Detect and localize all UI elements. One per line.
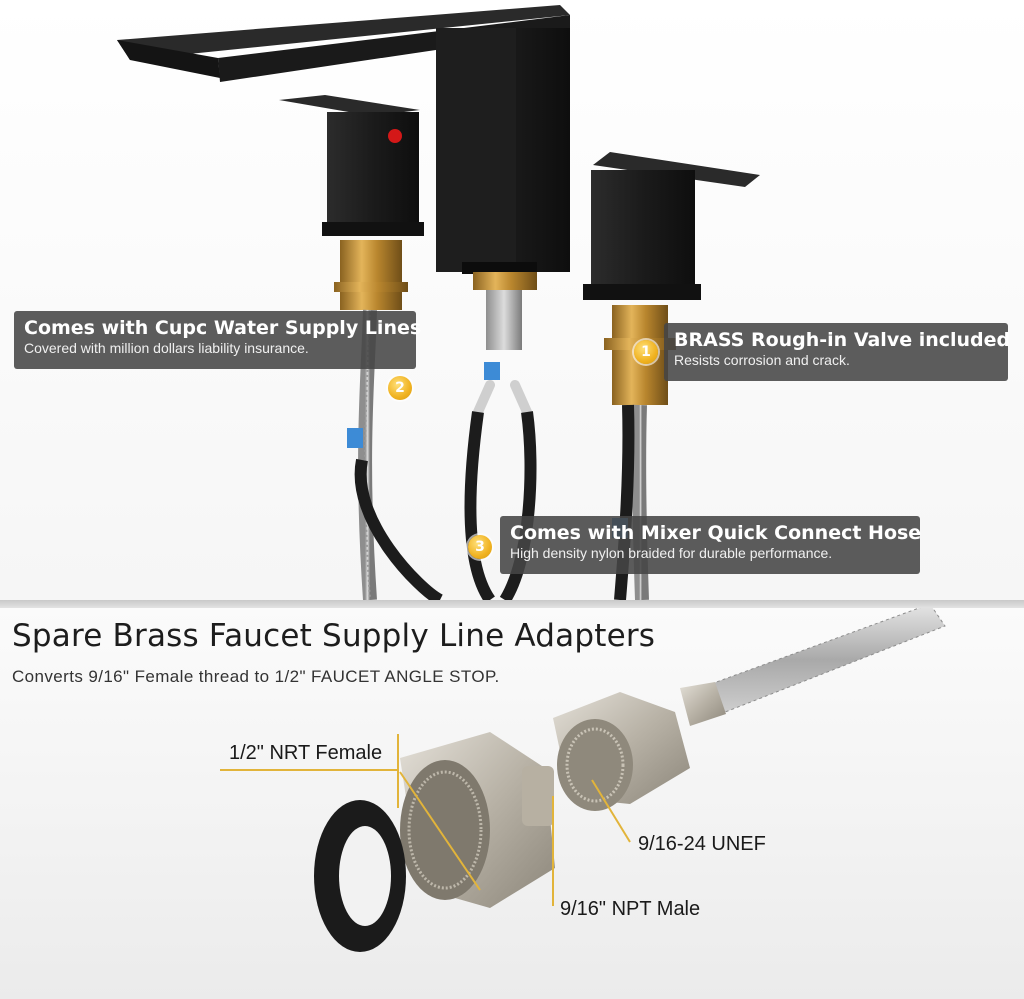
adapters-subtitle: Converts 9/16" Female thread to 1/2" FAU…	[12, 667, 500, 686]
hot-handle	[279, 95, 424, 310]
brass-adapter	[400, 732, 555, 908]
callout-supply-lines-title: Comes with Cupc Water Supply Lines	[24, 317, 422, 339]
label-nrt-female: 1/2" NRT Female	[229, 742, 383, 764]
callout-mixer-hose: Comes with Mixer Quick Connect Hose High…	[500, 516, 922, 574]
callout-brass-valve: BRASS Rough-in Valve included Resists co…	[664, 323, 1011, 381]
callout-mixer-hose-subtitle: High density nylon braided for durable p…	[510, 545, 833, 561]
callout-brass-valve-title: BRASS Rough-in Valve included	[674, 329, 1011, 351]
badge-3: 3	[468, 535, 492, 559]
badge-1: 1	[634, 340, 658, 364]
hot-indicator-icon	[388, 129, 402, 143]
faucet-illustration	[117, 5, 760, 603]
leader-lines	[220, 734, 631, 906]
adapter-illustration	[220, 608, 946, 952]
section-divider	[0, 600, 1024, 610]
callout-supply-lines: Comes with Cupc Water Supply Lines Cover…	[14, 311, 422, 369]
label-unef: 9/16-24 UNEF	[638, 833, 766, 855]
braided-hose	[680, 608, 946, 726]
callout-supply-lines-subtitle: Covered with million dollars liability i…	[24, 340, 309, 356]
label-npt-male: 9/16" NPT Male	[560, 898, 701, 920]
callout-brass-valve-subtitle: Resists corrosion and crack.	[674, 352, 850, 368]
adapters-title: Spare Brass Faucet Supply Line Adapters	[12, 618, 656, 654]
badge-2: 2	[388, 376, 412, 400]
unef-nut	[553, 692, 690, 811]
rubber-washer	[314, 800, 406, 952]
center-shank	[473, 272, 537, 417]
callout-mixer-hose-title: Comes with Mixer Quick Connect Hose	[510, 522, 922, 544]
faucet-spout	[117, 5, 570, 274]
